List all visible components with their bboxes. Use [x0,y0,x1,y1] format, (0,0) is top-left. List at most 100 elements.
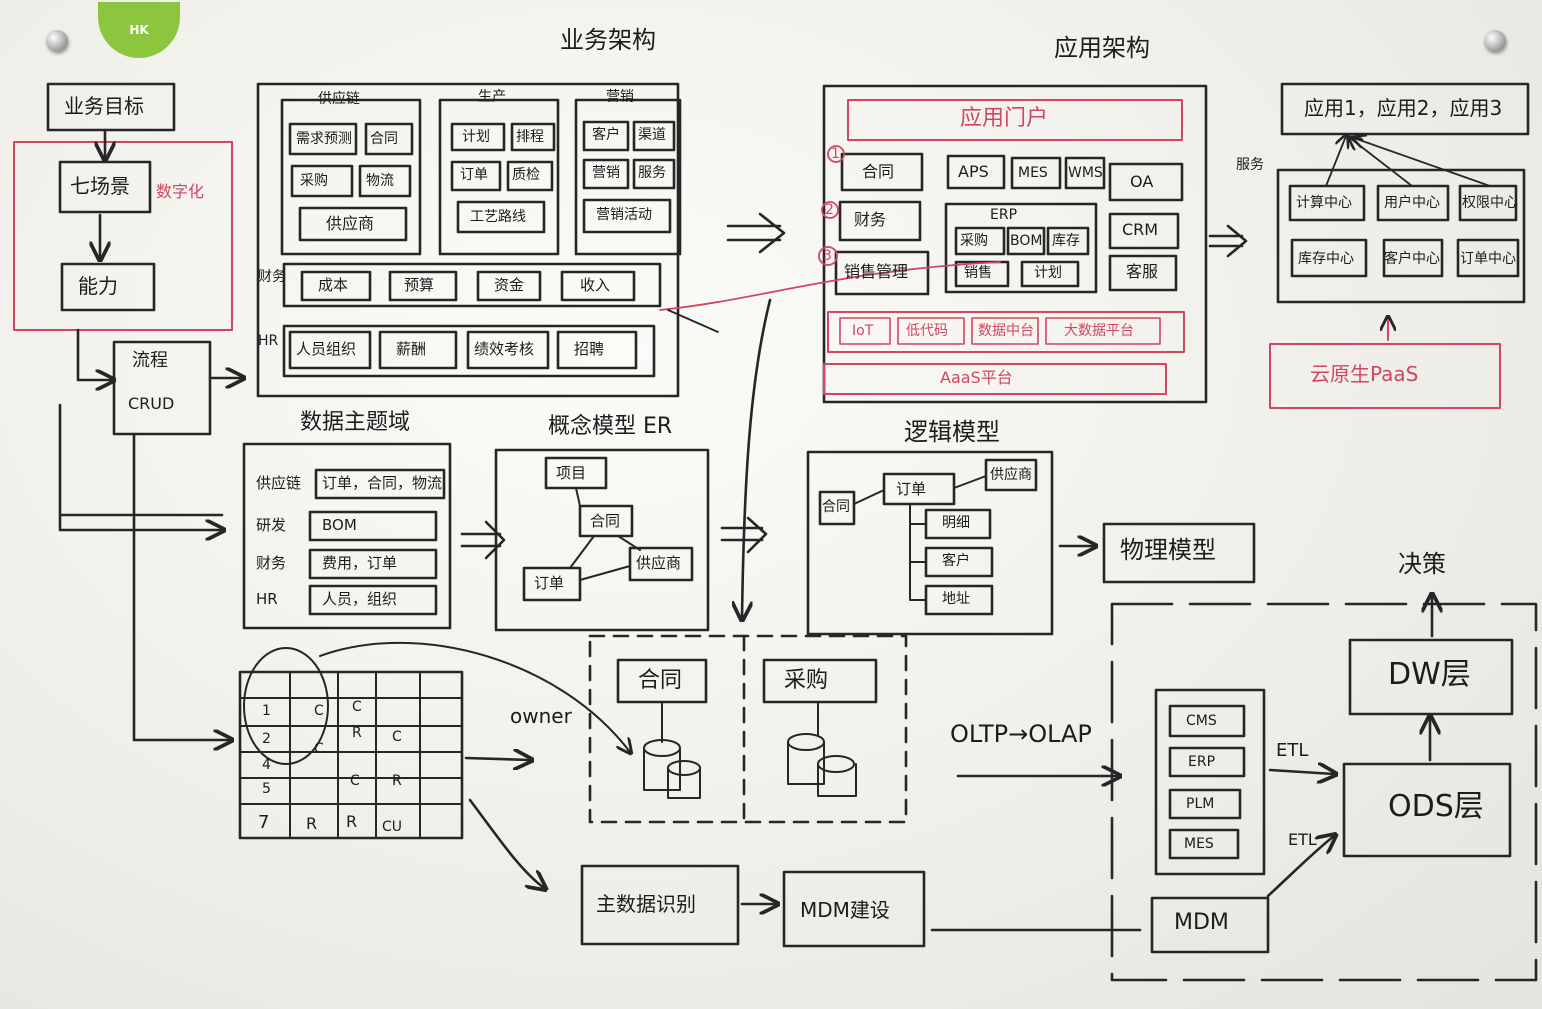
title-subject-areas: 数据主题域 [300,410,411,435]
matrix-row: 2 [262,731,271,747]
label-finance: 财务 [258,269,286,285]
row-finance [282,262,662,308]
box-mdm-build [782,870,926,948]
label-scenario-note: 数字化 [156,182,205,201]
group-production [438,98,560,256]
hr-item: 人员组织 [296,340,357,358]
group-title: 生产 [478,89,506,105]
label-mdm: MDM [1174,910,1229,935]
marker-2 [821,201,839,219]
logic-node: 合同 [822,499,850,515]
finance-item: 成本 [318,276,349,294]
marker-label: 2 [825,202,834,218]
box-services [1276,168,1526,304]
app-item: 合同 [862,162,895,181]
box-subject-areas [242,442,452,630]
matrix-row: 1 [262,703,271,719]
box-er [494,448,710,632]
row-hr [282,324,656,378]
matrix-cell: C [314,741,324,757]
finance-item: 预算 [404,276,435,294]
matrix-cell: C [350,773,360,789]
double-arrow [720,516,768,554]
double-arrow [460,520,506,560]
marker-label: 3 [823,248,832,264]
group-title: 营销 [606,89,634,105]
label-etl: ETL [1288,830,1317,849]
label-aaas: AaaS平台 [940,368,1013,387]
box-sources [1154,688,1266,876]
title-logic-model: 逻辑模型 [904,418,1000,446]
label-crud: CRUD [128,394,175,413]
arrow [742,298,772,618]
label-app-portal: 应用门户 [960,106,1049,131]
matrix-cell: C [314,703,324,719]
system-label: 合同 [638,668,683,693]
label-physical-model: 物理模型 [1120,536,1216,564]
erp-item: 采购 [960,233,988,249]
label-dw: DW层 [1388,657,1471,692]
er-node: 项目 [556,464,587,482]
matrix-cell: C [392,729,402,745]
box-cloud-paas [1269,343,1501,409]
source-label: ERP [1188,754,1216,770]
box-warehouse [1110,602,1538,982]
group-title: 供应链 [318,91,360,107]
paas-item: 低代码 [906,323,948,339]
finance-item: 收入 [580,276,611,294]
arrow [464,758,530,760]
biz-item: 客户 [592,127,620,143]
label-scenario: 七场景 [70,174,130,198]
logic-node: 客户 [942,553,970,569]
biz-item: 服务 [638,165,666,181]
subject-value: 费用，订单 [322,554,398,572]
app-item: 客服 [1126,262,1159,281]
matrix-row: 5 [262,781,271,797]
service-item: 用户中心 [1384,195,1440,211]
source-label: PLM [1186,796,1215,812]
matrix-cell: R [352,725,362,741]
paas-item: 大数据平台 [1064,323,1134,339]
box-systems [588,634,908,824]
magnet-pin [46,30,68,52]
biz-item: 订单 [460,167,488,183]
box-digital-frame [13,141,233,331]
service-item: 库存中心 [1298,251,1354,267]
label-master-data-id: 主数据识别 [596,892,696,916]
biz-item: 营销 [592,165,620,181]
biz-item: 物流 [366,173,394,189]
biz-item: 合同 [370,131,398,147]
erp-item: 计划 [1034,265,1062,281]
paas-item: 数据中台 [978,323,1034,339]
title-app-arch: 应用架构 [1054,34,1150,62]
arrow-etl [1266,836,1334,898]
hr-item: 招聘 [574,340,605,358]
finance-item: 资金 [494,276,525,294]
box-capability [60,262,156,312]
app-item: APS [958,162,989,181]
label-erp: ERP [990,207,1018,223]
group-supply [280,98,422,256]
label-hr: HR [258,333,279,349]
label-services: 服务 [1236,157,1264,173]
biz-item: 营销活动 [596,207,652,223]
arrow [76,328,112,380]
logic-node: 订单 [896,480,927,498]
marker-1 [827,145,845,163]
label-capability: 能力 [78,274,118,298]
arrow-owner [319,641,630,752]
box-paas [827,311,1185,353]
app-item: CRM [1122,220,1159,239]
er-node: 供应商 [636,554,682,572]
arrow-etl [1268,770,1334,774]
double-arrow [726,212,786,254]
source-label: MES [1184,836,1214,852]
biz-item: 渠道 [638,127,666,143]
crud-matrix [238,670,464,840]
box-app-arch [822,84,1208,404]
label-owner: owner [510,704,572,728]
hr-item: 绩效考核 [474,340,535,358]
label-process: 流程 [132,350,168,371]
